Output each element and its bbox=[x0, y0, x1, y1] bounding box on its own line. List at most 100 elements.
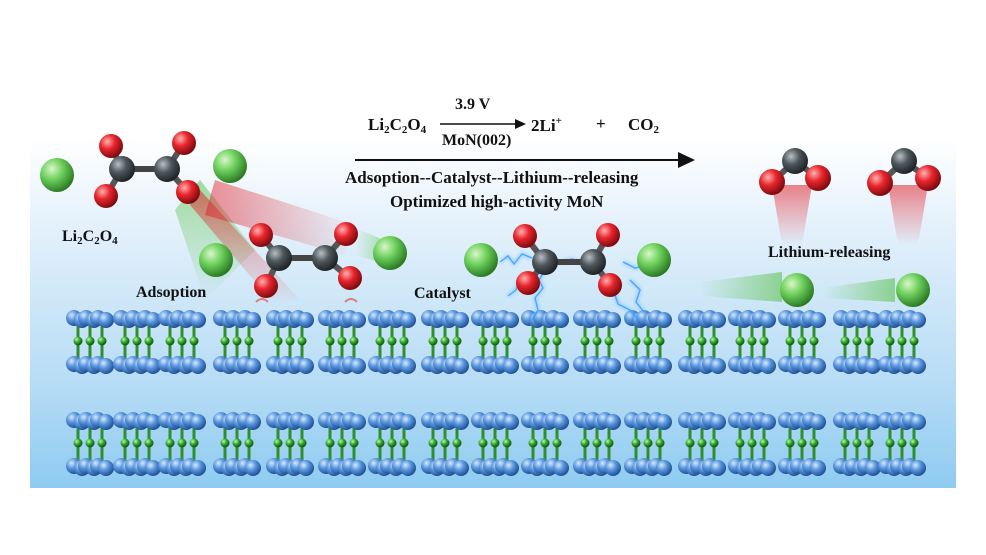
oxygen-atom bbox=[176, 180, 200, 204]
lithium-releasing-label: Lithium-releasing bbox=[768, 244, 891, 261]
nitrogen-atom bbox=[759, 438, 769, 448]
molybdenum-atom bbox=[245, 312, 261, 328]
nitrogen-atom bbox=[325, 336, 335, 346]
lithium-atom bbox=[464, 243, 498, 277]
co2-molecule-1 bbox=[759, 148, 831, 195]
nitrogen-atom bbox=[375, 438, 385, 448]
nitrogen-atom bbox=[655, 438, 665, 448]
oxygen-atom bbox=[759, 169, 785, 195]
nitrogen-atom bbox=[220, 336, 230, 346]
arrow-bottom-label: MoN(002) bbox=[442, 132, 512, 149]
nitrogen-atom bbox=[592, 438, 602, 448]
nitrogen-atom bbox=[885, 438, 895, 448]
nitrogen-atom bbox=[735, 438, 745, 448]
equation-reactant: Li2C2O4 bbox=[368, 115, 427, 136]
nitrogen-atom bbox=[592, 336, 602, 346]
oxygen-atom bbox=[598, 273, 622, 297]
nitrogen-atom bbox=[349, 438, 359, 448]
molybdenum-atom bbox=[605, 358, 621, 374]
molybdenum-atom bbox=[503, 312, 519, 328]
nitrogen-atom bbox=[897, 336, 907, 346]
nitrogen-atom bbox=[177, 438, 187, 448]
oxygen-atom bbox=[334, 222, 358, 246]
molybdenum-atom bbox=[760, 358, 776, 374]
molybdenum-atom bbox=[605, 460, 621, 476]
nitrogen-atom bbox=[273, 438, 283, 448]
nitrogen-atom bbox=[428, 336, 438, 346]
adsorbed-lithium-oxalate bbox=[199, 222, 407, 303]
lithium-atom bbox=[213, 149, 247, 183]
oxygen-atom bbox=[254, 274, 278, 298]
oxygen-atom bbox=[172, 131, 196, 155]
nitrogen-atom bbox=[685, 336, 695, 346]
molybdenum-atom bbox=[865, 358, 881, 374]
nitrogen-atom bbox=[502, 336, 512, 346]
molybdenum-atom bbox=[298, 460, 314, 476]
nitrogen-atom bbox=[165, 336, 175, 346]
oxygen-atom bbox=[513, 224, 537, 248]
red-beam-adsoption-1 bbox=[205, 180, 355, 255]
nitrogen-atom bbox=[85, 336, 95, 346]
molybdenum-atom bbox=[145, 358, 161, 374]
molybdenum-atom bbox=[810, 460, 826, 476]
nitrogen-atom bbox=[297, 438, 307, 448]
molybdenum-atom bbox=[145, 414, 161, 430]
nitrogen-atom bbox=[349, 336, 359, 346]
molybdenum-atom bbox=[910, 312, 926, 328]
nitrogen-atom bbox=[797, 438, 807, 448]
molybdenum-atom bbox=[810, 414, 826, 430]
nitrogen-atom bbox=[643, 438, 653, 448]
nitrogen-atom bbox=[759, 336, 769, 346]
nitrogen-atom bbox=[244, 438, 254, 448]
nitrogen-atom bbox=[809, 336, 819, 346]
nitrogen-atom bbox=[909, 438, 919, 448]
nitrogen-atom bbox=[685, 438, 695, 448]
molybdenum-atom bbox=[865, 460, 881, 476]
nitrogen-atom bbox=[478, 336, 488, 346]
molybdenum-atom bbox=[245, 460, 261, 476]
molybdenum-atom bbox=[656, 358, 672, 374]
nitrogen-atom bbox=[232, 336, 242, 346]
arrow-top-label: 3.9 V bbox=[455, 96, 491, 113]
nitrogen-atom bbox=[132, 438, 142, 448]
nitrogen-atom bbox=[337, 438, 347, 448]
nitrogen-atom bbox=[325, 438, 335, 448]
nitrogen-atom bbox=[631, 438, 641, 448]
green-beam-release-1 bbox=[700, 272, 782, 302]
molybdenum-atom bbox=[760, 312, 776, 328]
molybdenum-atom bbox=[710, 460, 726, 476]
nitrogen-atom bbox=[478, 438, 488, 448]
nitrogen-atom bbox=[285, 438, 295, 448]
carbon-atom bbox=[312, 245, 338, 271]
process-steps-label: Adsoption--Catalyst--Lithium--releasing bbox=[345, 168, 639, 187]
nitrogen-atom bbox=[709, 438, 719, 448]
molybdenum-atom bbox=[656, 414, 672, 430]
nitrogen-atom bbox=[785, 438, 795, 448]
nitrogen-atom bbox=[387, 438, 397, 448]
nitrogen-atom bbox=[840, 336, 850, 346]
nitrogen-atom bbox=[189, 438, 199, 448]
nitrogen-atom bbox=[697, 336, 707, 346]
nitrogen-atom bbox=[502, 438, 512, 448]
nitrogen-atom bbox=[552, 336, 562, 346]
molybdenum-atom bbox=[710, 414, 726, 430]
released-lithium-atom bbox=[896, 273, 930, 307]
nitrogen-atom bbox=[604, 438, 614, 448]
nitrogen-atom bbox=[297, 336, 307, 346]
equation-product-li: 2Li+ bbox=[531, 115, 562, 135]
nitrogen-atom bbox=[735, 336, 745, 346]
molybdenum-atom bbox=[453, 414, 469, 430]
molybdenum-atom bbox=[98, 460, 114, 476]
nitrogen-atom bbox=[273, 336, 283, 346]
molybdenum-atom bbox=[910, 460, 926, 476]
molybdenum-atom bbox=[245, 414, 261, 430]
equation-plus: + bbox=[596, 114, 606, 133]
molybdenum-atom bbox=[553, 358, 569, 374]
nitrogen-atom bbox=[631, 336, 641, 346]
nitrogen-atom bbox=[840, 438, 850, 448]
catalyst-molecule bbox=[464, 223, 671, 321]
oxygen-atom bbox=[915, 165, 941, 191]
nitrogen-atom bbox=[655, 336, 665, 346]
nitrogen-atom bbox=[540, 438, 550, 448]
nitrogen-atom bbox=[244, 336, 254, 346]
